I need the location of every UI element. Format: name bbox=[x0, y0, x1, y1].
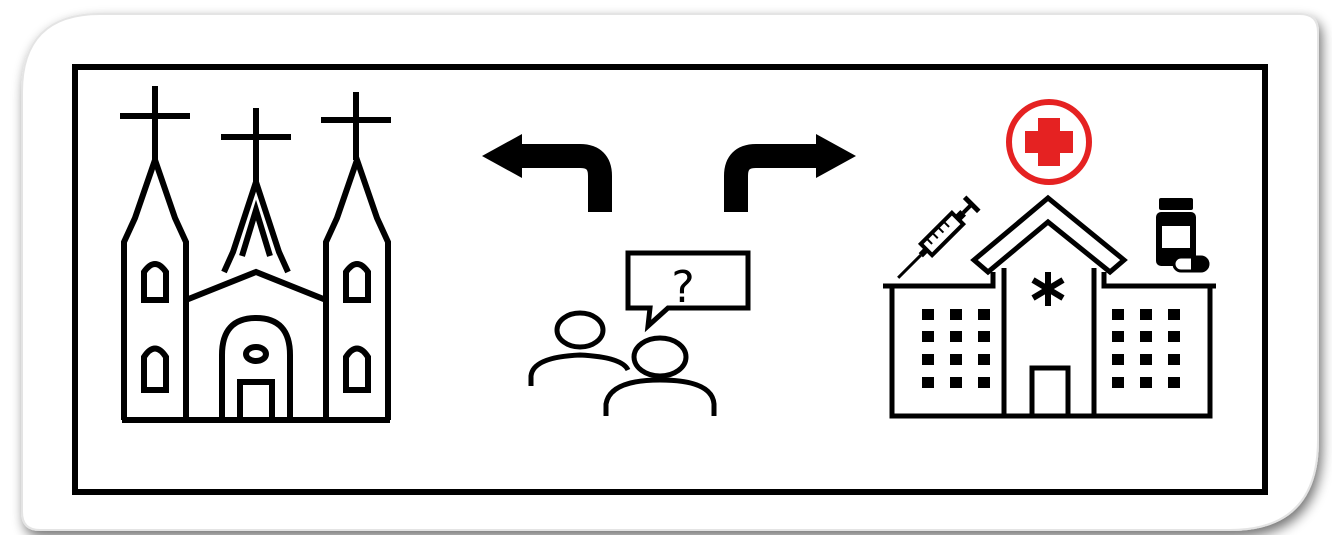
person-left bbox=[528, 310, 631, 386]
arrow-right-turn-icon bbox=[724, 134, 856, 212]
hospital-windows bbox=[922, 309, 1180, 388]
church-cross-right bbox=[321, 92, 391, 160]
church-tower-right bbox=[323, 150, 391, 420]
arrow-left-turn-icon bbox=[482, 134, 612, 212]
medical-cross-icon bbox=[1006, 99, 1092, 185]
church-tower-left bbox=[121, 150, 189, 420]
church-cross-left bbox=[120, 86, 190, 160]
pill-bottle-icon bbox=[1156, 198, 1210, 273]
church-spire-middle bbox=[221, 172, 291, 274]
church-nave bbox=[122, 268, 390, 423]
church-cross-middle bbox=[221, 108, 291, 182]
hospital-building bbox=[883, 268, 1216, 419]
speech-bubble: ? bbox=[625, 250, 751, 333]
question-mark: ? bbox=[671, 262, 694, 313]
asterisk-icon bbox=[1031, 272, 1065, 306]
syringe-icon bbox=[897, 195, 981, 279]
hospital-icon bbox=[883, 99, 1216, 419]
person-right bbox=[603, 335, 717, 416]
people-question-icon: ? bbox=[528, 250, 751, 416]
church-icon bbox=[120, 86, 391, 423]
hospital-roof bbox=[970, 194, 1128, 276]
